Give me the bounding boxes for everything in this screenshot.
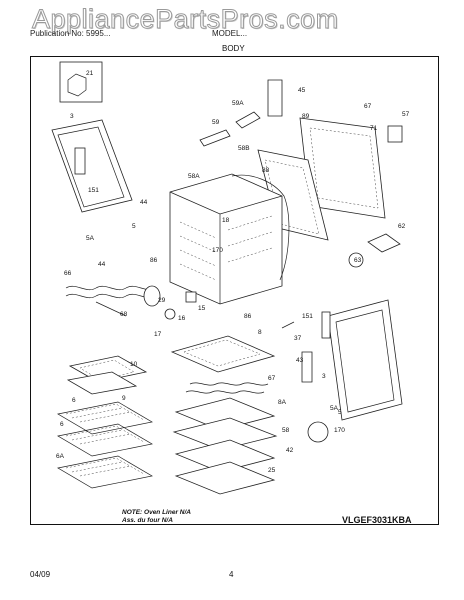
- callout-10: 10: [130, 361, 138, 368]
- part-21-bracket: [67, 73, 87, 97]
- callout-43: 43: [296, 357, 304, 364]
- footer-date: 04/09: [30, 570, 51, 579]
- callout-151: 151: [302, 313, 313, 320]
- part-29: [143, 285, 161, 307]
- callout-29: 29: [158, 297, 166, 304]
- callout-66: 66: [64, 270, 72, 277]
- header-model: MODEL...: [212, 29, 248, 38]
- callout-58B: 58B: [238, 145, 250, 152]
- callout-67: 67: [268, 375, 276, 382]
- layer-42: [174, 439, 276, 473]
- watermark-logo: AppliancePartsPros.com: [32, 4, 339, 35]
- callout-170: 170: [334, 427, 345, 434]
- section-title: BODY: [222, 44, 245, 53]
- callout-37: 37: [294, 335, 302, 342]
- layer-25: [174, 461, 276, 495]
- callout-3: 3: [70, 113, 74, 120]
- oven-body: [169, 173, 283, 305]
- callout-21: 21: [86, 70, 94, 77]
- oven-racks: [57, 401, 153, 489]
- callout-8: 8: [258, 329, 262, 336]
- callout-labels: 214559A8967573597158B8815158A62185445A86…: [56, 70, 410, 474]
- callout-3: 3: [322, 373, 326, 380]
- callout-59A: 59A: [232, 100, 244, 107]
- model-code: VLGEF3031KBA: [342, 515, 412, 525]
- part-45: [267, 79, 283, 117]
- footer-page-number: 4: [229, 570, 234, 579]
- note-line-2: Ass. du four N/A: [122, 517, 173, 524]
- callout-5A: 5A: [330, 405, 339, 412]
- note-line-1: NOTE: Oven Liner N/A: [122, 509, 191, 516]
- callout-62: 62: [398, 223, 406, 230]
- side-panel-left: [51, 119, 133, 213]
- callout-6: 6: [60, 421, 64, 428]
- part-37: [281, 321, 295, 329]
- callout-59: 59: [212, 119, 220, 126]
- callout-170: 170: [212, 247, 223, 254]
- callout-88: 88: [262, 167, 270, 174]
- callout-86: 86: [244, 313, 252, 320]
- callout-17: 17: [154, 331, 162, 338]
- callout-89: 89: [302, 113, 310, 120]
- part-15: [185, 291, 197, 303]
- callout-68: 68: [120, 311, 128, 318]
- duct-59: [199, 129, 231, 147]
- callout-45: 45: [298, 87, 306, 94]
- callout-5: 5: [338, 409, 342, 416]
- callout-6: 6: [72, 397, 76, 404]
- callout-16: 16: [178, 315, 186, 322]
- part-16: [164, 308, 176, 320]
- tray-9: [66, 371, 138, 395]
- part-62: [367, 233, 401, 253]
- bake-element-67: [185, 382, 269, 394]
- duct-59a: [235, 111, 261, 129]
- callout-44: 44: [98, 261, 106, 268]
- part-57: [387, 125, 403, 143]
- callout-44: 44: [140, 199, 148, 206]
- callout-6A: 6A: [56, 453, 65, 460]
- broil-element: [65, 285, 157, 299]
- layer-58: [172, 417, 278, 451]
- callout-5A: 5A: [86, 235, 95, 242]
- side-panel-right: [327, 299, 403, 421]
- callout-63: 63: [354, 257, 362, 264]
- callout-71: 71: [370, 125, 378, 132]
- callout-67: 67: [364, 103, 372, 110]
- callout-57: 57: [402, 111, 410, 118]
- callout-58: 58: [282, 427, 290, 434]
- callout-25: 25: [268, 467, 276, 474]
- insulation-wrap: [231, 174, 290, 281]
- note-text: NOTE: Oven Liner N/A Ass. du four N/A: [122, 509, 191, 525]
- callout-86: 86: [150, 257, 158, 264]
- oven-bottom-8: [170, 335, 276, 373]
- part-21-box: [59, 61, 103, 103]
- callout-42: 42: [286, 447, 294, 454]
- callout-8A: 8A: [278, 399, 287, 406]
- callout-15: 15: [198, 305, 206, 312]
- part-5a-lower: [307, 421, 329, 443]
- header-publication: Publication No: 5995...: [30, 29, 111, 38]
- callout-9: 9: [122, 395, 126, 402]
- callout-18: 18: [222, 217, 230, 224]
- callout-5: 5: [132, 223, 136, 230]
- part-43: [301, 351, 313, 383]
- callout-151: 151: [88, 187, 99, 194]
- part-63: [348, 252, 364, 268]
- callout-58A: 58A: [188, 173, 200, 180]
- diagram-frame: [30, 56, 439, 525]
